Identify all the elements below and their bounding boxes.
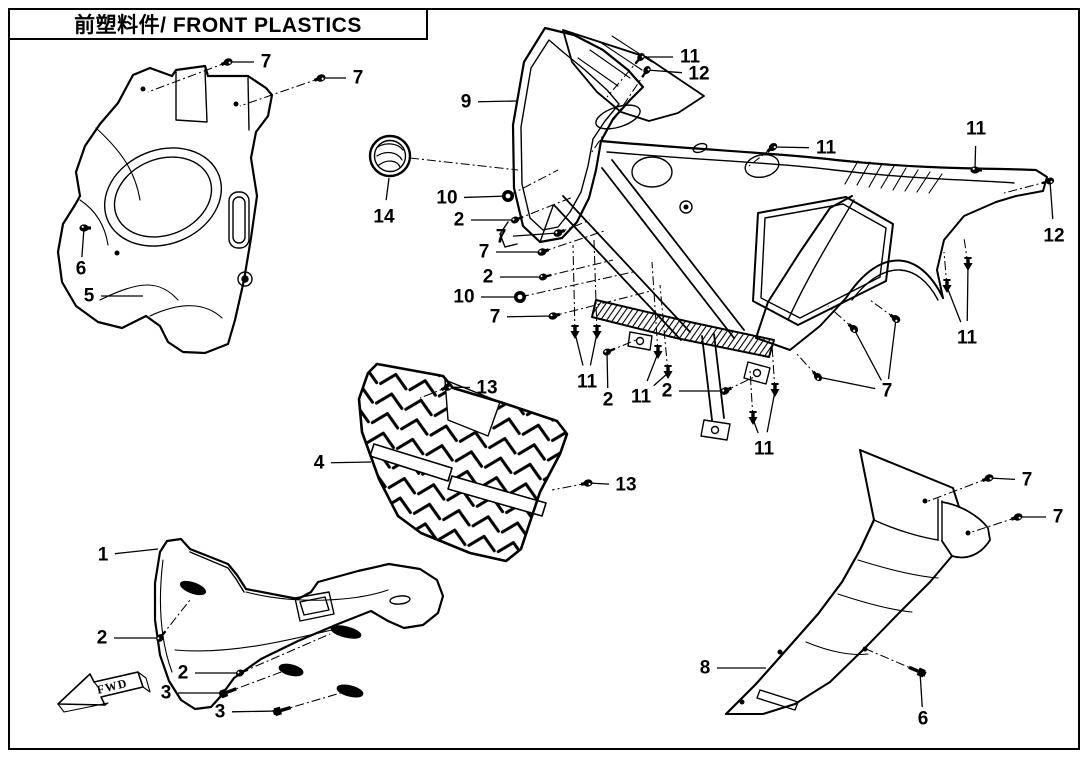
- fwd-arrow: FWD: [58, 672, 150, 712]
- pin-fastener-icon: [570, 325, 580, 339]
- callout-label-13: 13: [476, 377, 498, 399]
- page-border: [8, 8, 1080, 750]
- callout-label-10: 10: [453, 286, 475, 308]
- clip-fastener-icon: [970, 166, 982, 174]
- callout-label-7: 7: [1052, 506, 1064, 528]
- callout-label-2: 2: [453, 209, 465, 231]
- callout-label-5: 5: [83, 285, 95, 307]
- clip-fastener-icon: [720, 386, 732, 395]
- clip-fastener-icon: [79, 224, 91, 232]
- screw-fastener-icon: [156, 630, 167, 642]
- callout-label-11: 11: [965, 118, 987, 140]
- callout-label-10: 10: [436, 187, 458, 209]
- callout-label-2: 2: [96, 627, 108, 649]
- clip-fastener-icon: [766, 142, 778, 153]
- washer-fastener-icon: [502, 190, 514, 202]
- clip-fastener-icon: [889, 313, 901, 323]
- callout-label-6: 6: [75, 258, 87, 280]
- callout-label-13: 13: [615, 474, 637, 496]
- screw-fastener-icon: [235, 668, 249, 677]
- part-1-bumper-drawing: [155, 539, 443, 709]
- clip-fastener-icon: [220, 58, 233, 66]
- part-4-grille-drawing: [359, 364, 567, 561]
- callout-label-2: 2: [602, 389, 614, 411]
- part-8-side-panel-drawing: [726, 450, 990, 714]
- callout-label-8: 8: [699, 657, 711, 679]
- callout-label-11: 11: [679, 46, 701, 68]
- screw-fastener-icon: [538, 273, 552, 281]
- pin-fastener-icon: [963, 257, 973, 271]
- clip-fastener-icon: [812, 370, 823, 382]
- part-5-drawing: [58, 66, 272, 353]
- clip-fastener-icon: [1010, 513, 1023, 521]
- screw-fastener-icon: [510, 215, 524, 224]
- clip-fastener-icon: [580, 479, 593, 487]
- callout-label-7: 7: [495, 226, 507, 248]
- bolt-fastener-icon: [218, 687, 237, 699]
- clip-fastener-icon: [553, 228, 566, 237]
- pin-fastener-icon: [653, 345, 663, 359]
- pin-fastener-icon: [592, 325, 602, 339]
- pin-fastener-icon: [770, 383, 780, 397]
- callout-label-3: 3: [160, 682, 172, 704]
- screw-fastener-icon: [1041, 177, 1055, 185]
- callout-label-2: 2: [661, 380, 673, 402]
- callout-label-9: 9: [460, 91, 472, 113]
- callout-label-12: 12: [688, 63, 710, 85]
- callout-label-7: 7: [489, 306, 501, 328]
- callout-label-7: 7: [478, 241, 490, 263]
- callout-label-2: 2: [177, 662, 189, 684]
- pin-fastener-icon: [663, 365, 673, 379]
- callout-label-12: 12: [1043, 225, 1065, 247]
- clip-fastener-icon: [537, 248, 550, 256]
- clip-fastener-icon: [847, 323, 859, 334]
- callout-label-11: 11: [956, 327, 978, 349]
- callout-label-11: 11: [753, 438, 775, 460]
- screw-fastener-icon: [634, 53, 645, 65]
- callout-label-4: 4: [313, 452, 325, 474]
- callout-label-11: 11: [630, 386, 652, 408]
- pin-fastener-icon: [748, 411, 758, 425]
- bolt-fastener-icon: [908, 665, 927, 678]
- title-box: 前塑料件/ FRONT PLASTICS: [8, 8, 428, 40]
- part-9-front-body-drawing: [500, 28, 1047, 440]
- callout-label-2: 2: [482, 266, 494, 288]
- clip-fastener-icon: [313, 74, 326, 82]
- screw-fastener-icon: [602, 347, 616, 356]
- callout-label-11: 11: [815, 137, 837, 159]
- pin-fastener-icon: [942, 279, 952, 293]
- callout-label-3: 3: [214, 701, 226, 723]
- clip-fastener-icon: [440, 383, 453, 392]
- clip-fastener-icon: [981, 474, 994, 482]
- callout-label-6: 6: [917, 708, 929, 730]
- washer-fastener-icon: [514, 291, 526, 303]
- part-14-emblem-drawing: [370, 136, 410, 176]
- callout-label-7: 7: [260, 51, 272, 73]
- callout-label-7: 7: [352, 67, 364, 89]
- screw-fastener-icon: [641, 66, 651, 78]
- page-title: 前塑料件/ FRONT PLASTICS: [74, 14, 362, 37]
- callout-label-7: 7: [881, 380, 893, 402]
- clip-fastener-icon: [548, 312, 561, 320]
- callout-label-1: 1: [97, 544, 109, 566]
- callout-label-11: 11: [576, 371, 598, 393]
- bolt-fastener-icon: [272, 706, 291, 717]
- callout-label-14: 14: [373, 206, 395, 228]
- callout-label-7: 7: [1021, 469, 1033, 491]
